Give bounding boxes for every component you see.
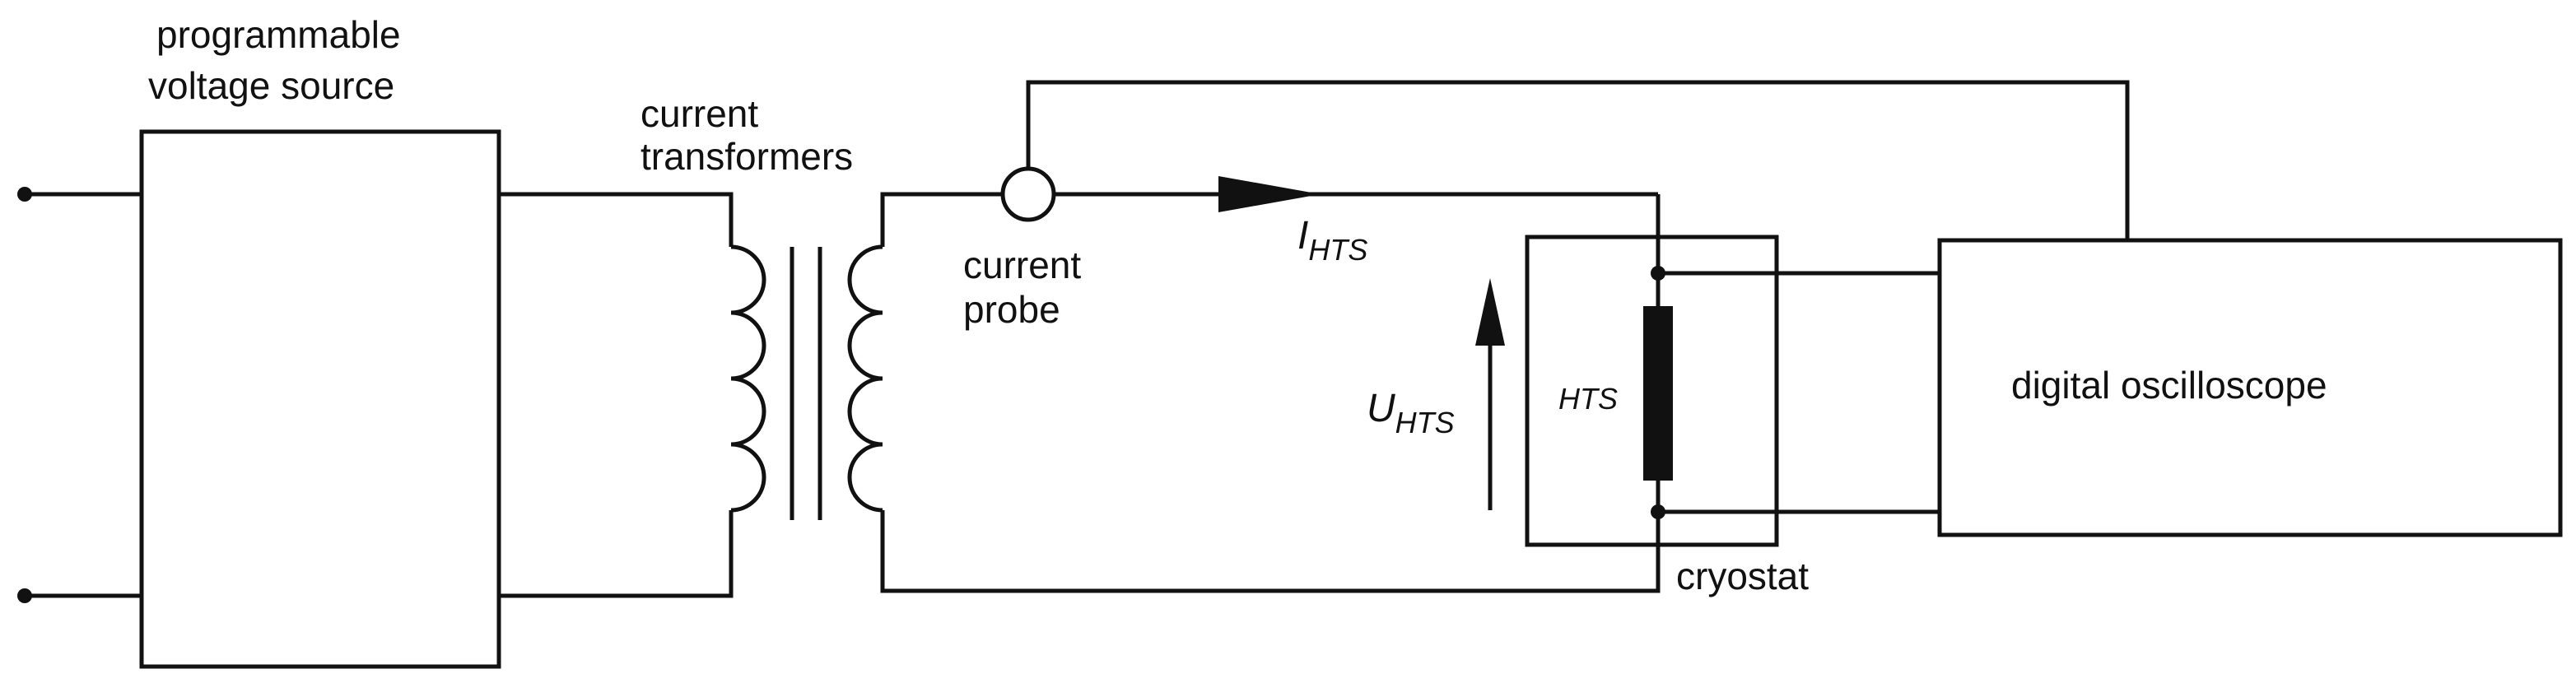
current-arrow-icon xyxy=(1218,176,1321,212)
probe-signal-wire xyxy=(1026,80,2130,240)
primary-wire-top xyxy=(499,192,734,247)
cryostat-label: cryostat xyxy=(1676,555,1809,597)
hts-sample-label: HTS xyxy=(1558,382,1618,416)
oscilloscope-box xyxy=(1937,238,2563,537)
voltage-source-label-line1: programmable xyxy=(156,13,401,56)
secondary-wire-bottom xyxy=(880,510,1661,593)
secondary-coil xyxy=(847,244,883,513)
transformer-label-line1: current xyxy=(641,92,758,135)
current-transformer xyxy=(730,244,883,520)
primary-coil xyxy=(730,244,766,513)
current-probe-label-line1: current xyxy=(963,244,1081,286)
input-terminals xyxy=(17,187,142,603)
voltage-subscript: HTS xyxy=(1395,406,1455,439)
current-label: IHTS xyxy=(1297,214,1367,267)
secondary-wire-top xyxy=(880,192,1003,247)
current-subscript: HTS xyxy=(1308,233,1367,267)
current-probe-icon xyxy=(1000,166,1056,222)
oscilloscope-label: digital oscilloscope xyxy=(2011,364,2327,407)
voltage-symbol: U xyxy=(1367,387,1395,430)
transformer-label-line2: transformers xyxy=(641,135,853,178)
primary-wire-bottom xyxy=(499,510,734,598)
voltage-arrow-icon xyxy=(1475,278,1505,346)
cryostat-box xyxy=(1525,235,1779,547)
current-probe-label-line2: probe xyxy=(963,288,1060,331)
current-symbol: I xyxy=(1297,214,1308,258)
hts-sample xyxy=(1643,306,1673,481)
voltage-source-label-line2: voltage source xyxy=(148,64,394,107)
voltage-label: UHTS xyxy=(1367,387,1455,439)
voltage-source-box xyxy=(139,129,501,669)
